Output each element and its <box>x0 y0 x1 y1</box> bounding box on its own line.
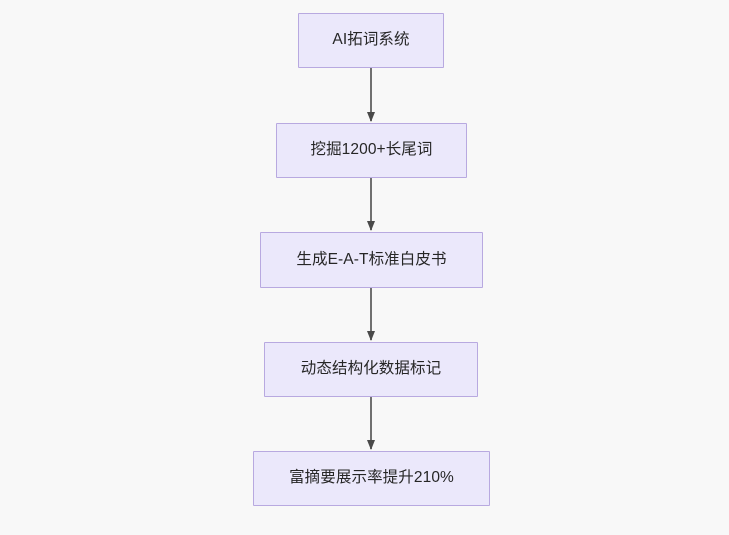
flow-node-generate-eat-whitepaper[interactable]: 生成E-A-T标准白皮书 <box>260 232 483 288</box>
flow-node-label: AI拓词系统 <box>332 31 410 49</box>
flow-node-mine-longtail-keywords[interactable]: 挖掘1200+长尾词 <box>276 123 467 178</box>
flow-node-label: 生成E-A-T标准白皮书 <box>296 250 447 268</box>
flow-node-label: 动态结构化数据标记 <box>300 360 442 378</box>
flow-node-label: 挖掘1200+长尾词 <box>310 141 433 159</box>
flow-node-label: 富摘要展示率提升210% <box>289 469 454 487</box>
flow-node-rich-snippet-impression-uplift[interactable]: 富摘要展示率提升210% <box>253 451 490 506</box>
flow-node-dynamic-structured-data-markup[interactable]: 动态结构化数据标记 <box>264 342 478 397</box>
flow-node-ai-keyword-system[interactable]: AI拓词系统 <box>298 13 444 68</box>
